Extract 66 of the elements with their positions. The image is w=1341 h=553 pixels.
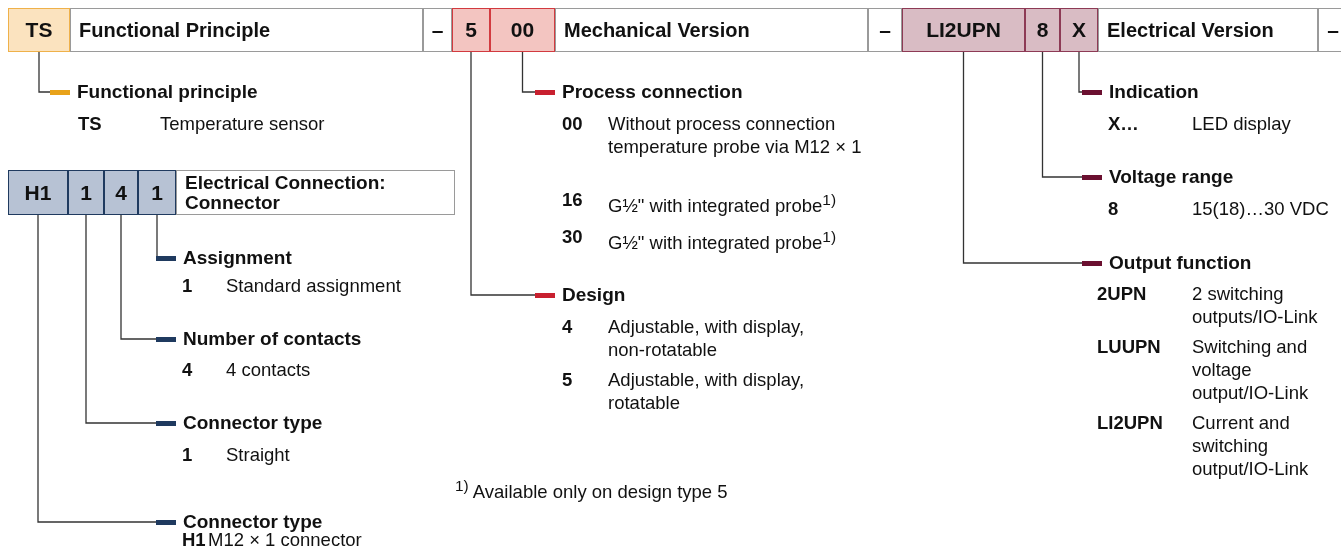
description-text: LED display	[1192, 112, 1291, 135]
code-value: H1	[182, 528, 206, 551]
description-text: 15(18)…30 VDC	[1192, 197, 1329, 220]
section-heading: Process connection	[562, 81, 743, 103]
leader-line	[1041, 51, 1083, 178]
code-value: 1	[182, 443, 193, 466]
section-heading: Indication	[1109, 81, 1199, 103]
code-value: 00	[562, 112, 583, 135]
code-value: 30	[562, 225, 583, 248]
code-value: X…	[1108, 112, 1139, 135]
code-value: 1	[182, 274, 193, 297]
leader-line	[38, 51, 51, 93]
code-value: 8	[1108, 197, 1119, 220]
description-text: Standard assignment	[226, 274, 401, 297]
code-value: LI2UPN	[1097, 411, 1163, 434]
footnote: $^{1)}$ Available only on design type 5	[455, 476, 728, 504]
code-box: X	[1060, 8, 1098, 52]
description-text: 4 contacts	[226, 358, 311, 381]
code-value: 2UPN	[1097, 282, 1147, 305]
code-value: 16	[562, 188, 583, 211]
description-text: Adjustable, with display, non-rotatable	[608, 315, 806, 361]
leader-line	[155, 214, 158, 259]
code-box: 4	[104, 170, 138, 215]
section-heading: Voltage range	[1109, 166, 1234, 188]
section-heading: Functional principle	[77, 81, 258, 103]
description-text: G½" with integrated probe$^{1)}$	[608, 227, 836, 255]
section-heading: Number of contacts	[183, 328, 362, 350]
code-box: H1	[8, 170, 68, 215]
code-box: TS	[8, 8, 70, 52]
code-box: 5	[452, 8, 490, 52]
code-box: LI2UPN	[902, 8, 1025, 52]
leader-line	[120, 214, 157, 340]
code-box: 8	[1025, 8, 1060, 52]
code-value: 4	[182, 358, 193, 381]
description-text: G½" with integrated probe$^{1)}$	[608, 190, 836, 218]
header-cell: Electrical Version	[1098, 8, 1318, 52]
section-heading: Connector type	[183, 412, 323, 434]
separator-cell: –	[868, 8, 902, 52]
leader-line	[962, 51, 1083, 264]
leader-line	[85, 214, 157, 424]
code-value: LUUPN	[1097, 335, 1161, 358]
header-cell: Functional Principle	[70, 8, 423, 52]
description-text: Without process connection temperature probe via M12 × 1	[608, 112, 863, 158]
description-text: 2 switching outputs/IO-Link	[1192, 282, 1319, 328]
code-value: 4	[562, 315, 573, 338]
description-text: Adjustable, with display, rotatable	[608, 368, 806, 414]
code-box: 1	[68, 170, 104, 215]
separator-cell: –	[423, 8, 452, 52]
separator-cell: –	[1318, 8, 1341, 52]
description-text: Switching and voltage output/IO-Link	[1192, 335, 1310, 404]
code-box: 00	[490, 8, 555, 52]
code-box: 1	[138, 170, 176, 215]
section-heading: Assignment	[183, 247, 292, 269]
header-cell: Electrical Connection: Connector	[176, 170, 455, 215]
section-heading: Output function	[1109, 252, 1252, 274]
code-value: 5	[562, 368, 573, 391]
leader-line	[1078, 51, 1083, 93]
header-cell: Mechanical Version	[555, 8, 868, 52]
description-text: Straight	[226, 443, 290, 466]
leader-line	[470, 51, 536, 296]
leader-line	[521, 51, 536, 93]
description-text: Current and switching output/IO-Link	[1192, 411, 1310, 480]
section-heading: Design	[562, 284, 626, 306]
description-text: Temperature sensor	[160, 112, 325, 135]
code-value: TS	[78, 112, 102, 135]
leader-line	[37, 214, 157, 523]
